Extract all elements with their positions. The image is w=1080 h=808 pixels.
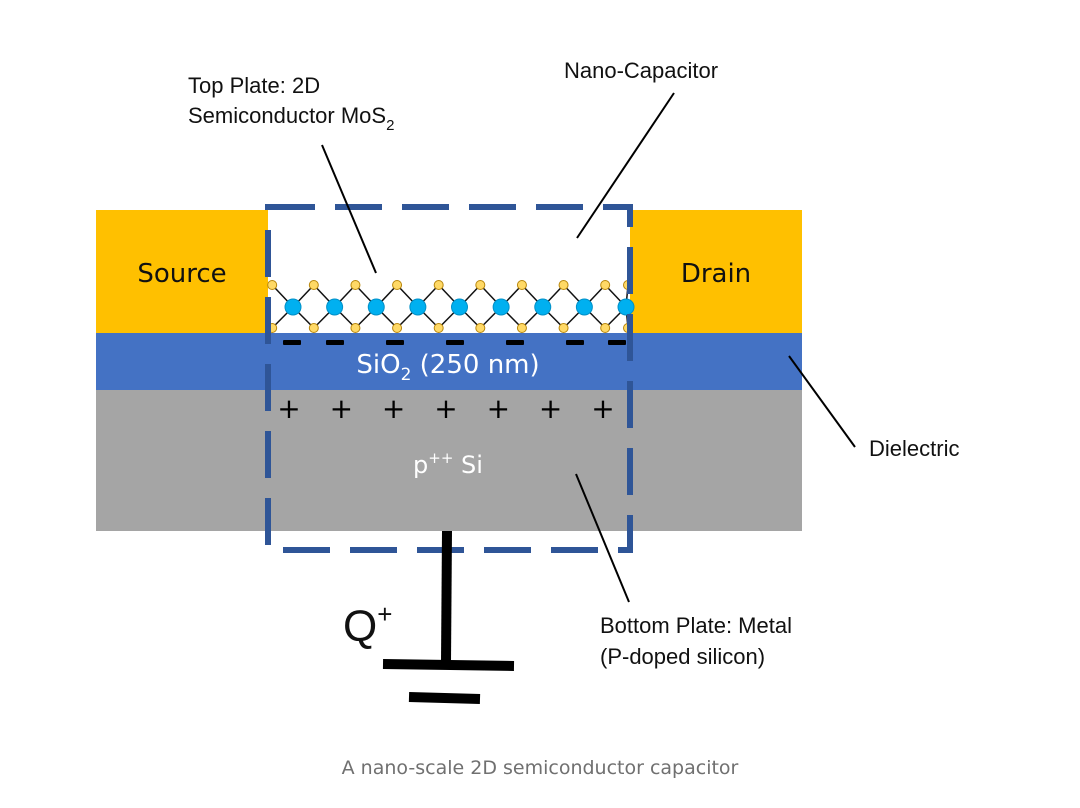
bottom-plate-leader-line — [575, 473, 630, 603]
negative-charge — [386, 340, 404, 345]
sulfur-atom — [267, 280, 278, 290]
ground-plate-lower — [408, 692, 481, 704]
negative-charges — [283, 340, 626, 345]
molybdenum-atom — [534, 298, 552, 316]
dielectric-formula-base: SiO — [356, 350, 400, 380]
sulfur-atom — [308, 280, 319, 290]
sulfur-atom — [516, 323, 527, 333]
molybdenum-atom — [617, 298, 635, 316]
dielectric-thickness: (250 nm) — [411, 350, 539, 380]
sulfur-atom — [475, 280, 486, 290]
sulfur-atom — [600, 280, 611, 290]
positive-charge: + — [539, 392, 562, 425]
figure-caption: A nano-scale 2D semiconductor capacitor — [341, 757, 739, 779]
charge-label: Q+ — [343, 599, 392, 651]
negative-charge — [446, 340, 464, 345]
positive-charge: + — [330, 392, 353, 425]
negative-charge — [506, 340, 524, 345]
charge-symbol: Q — [343, 602, 377, 651]
positive-charge: + — [591, 392, 614, 425]
bottom-plate-line-2: (P-doped silicon) — [600, 644, 765, 669]
sulfur-atom — [350, 280, 361, 290]
dielectric-region-label: SiO2 (250 nm) — [356, 350, 539, 385]
dielectric-annotation: Dielectric — [869, 436, 959, 461]
dielectric-formula-subscript: 2 — [401, 365, 412, 385]
molybdenum-atom — [451, 298, 468, 316]
positive-charge: + — [434, 392, 457, 425]
dielectric-leader-line — [788, 355, 856, 448]
sulfur-atom — [392, 280, 403, 290]
positive-charge: + — [382, 392, 405, 425]
molybdenum-atom — [575, 298, 593, 316]
nano-capacitor-leader-line — [576, 92, 675, 239]
mos2-bonds — [271, 284, 629, 329]
positive-charge: + — [487, 392, 510, 425]
mos2-lattice — [267, 280, 635, 333]
drain-label: Drain — [681, 259, 751, 289]
substrate-material: Si — [453, 451, 483, 479]
negative-charge — [283, 340, 301, 345]
bottom-plate-annotation: Bottom Plate: Metal (P-doped silicon) — [600, 613, 798, 669]
substrate-p-doped-silicon — [96, 390, 802, 531]
sulfur-atom — [433, 323, 444, 333]
top-plate-material: Semiconductor MoS — [188, 103, 386, 128]
positive-charges: + + + + + + + — [277, 392, 614, 425]
molybdenum-atom — [492, 298, 510, 316]
sulfur-atom — [558, 280, 569, 290]
top-plate-annotation: Top Plate: 2D Semiconductor MoS2 — [188, 73, 394, 134]
source-electrode — [96, 210, 268, 333]
top-plate-line-1: Top Plate: 2D — [188, 73, 320, 98]
sulfur-atom — [308, 323, 319, 333]
sulfur-atom — [392, 323, 403, 333]
charge-sign-superscript: + — [377, 599, 392, 629]
ground-symbol — [382, 530, 515, 704]
source-label: Source — [137, 259, 226, 289]
bottom-plate-line-1: Bottom Plate: Metal — [600, 613, 792, 638]
drain-electrode — [630, 210, 802, 333]
substrate-base: p — [413, 451, 428, 479]
sulfur-atom — [475, 323, 486, 333]
negative-charge — [608, 340, 626, 345]
nano-capacitor-annotation: Nano-Capacitor — [564, 58, 718, 83]
sulfur-atom — [516, 280, 527, 290]
molybdenum-atom — [409, 298, 427, 316]
sulfur-atom — [433, 280, 444, 290]
positive-charge: + — [277, 392, 300, 425]
top-plate-subscript: 2 — [386, 117, 394, 134]
molybdenum-atom — [367, 298, 385, 316]
ground-plate-upper — [382, 659, 515, 671]
substrate-region-label: p++ Si — [413, 449, 483, 479]
molybdenum-atom — [326, 298, 344, 316]
molybdenum-atom — [284, 298, 302, 316]
negative-charge — [566, 340, 584, 345]
sulfur-atom — [600, 323, 611, 333]
sulfur-atom — [558, 323, 569, 333]
negative-charge — [326, 340, 344, 345]
ground-stem — [441, 530, 452, 663]
top-plate-leader-line — [321, 144, 377, 274]
substrate-doping-superscript: ++ — [428, 449, 453, 467]
sulfur-atom — [350, 323, 361, 333]
top-plate-line-2: Semiconductor MoS2 — [188, 103, 394, 134]
